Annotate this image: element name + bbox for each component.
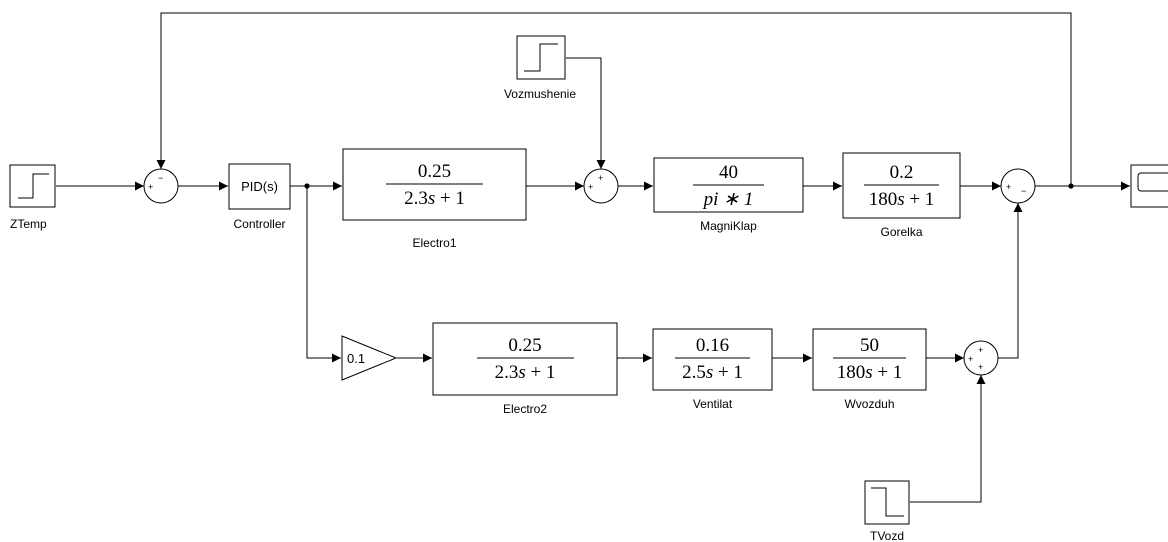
electro2-block[interactable]: 0.25 2.3s + 1 Electro2	[432, 322, 618, 416]
branch-point	[1068, 183, 1074, 189]
magniklap-label: MagniKlap	[700, 219, 757, 233]
electro2-denominator: 2.3s + 1	[495, 362, 556, 383]
gain-value: 0.1	[347, 351, 365, 366]
line-feedback[interactable]	[156, 12, 1072, 186]
branch-point	[304, 183, 310, 189]
ventilat-block[interactable]: 0.16 2.5s + 1 Ventilat	[652, 328, 773, 411]
line-vozmushenie-to-sum2[interactable]	[566, 57, 606, 169]
gorelka-denominator: 180s + 1	[869, 189, 935, 210]
wvozduh-block[interactable]: 50 180s + 1 Wvozduh	[812, 328, 927, 411]
magniklap-numerator: 40	[719, 162, 738, 183]
electro2-numerator: 0.25	[508, 335, 541, 356]
gorelka-label: Gorelka	[880, 225, 922, 239]
electro1-numerator: 0.25	[418, 161, 451, 182]
line-branch-to-gain[interactable]	[306, 186, 341, 363]
sum2-block[interactable]: + +	[583, 168, 619, 204]
ventilat-numerator: 0.16	[696, 335, 729, 356]
ventilat-label: Ventilat	[693, 397, 733, 411]
wvozduh-label: Wvozduh	[844, 397, 894, 411]
sum2-sign-left: +	[588, 182, 593, 192]
gorelka-block[interactable]: 0.2 180s + 1 Gorelka	[842, 152, 961, 239]
line-tvozd-to-sum4[interactable]	[910, 375, 986, 503]
sum3-sign-bottom: −	[1021, 186, 1026, 196]
gain-block[interactable]: 0.1	[341, 335, 398, 381]
electro2-label: Electro2	[503, 402, 547, 416]
sum1-sign-left: +	[148, 182, 153, 192]
magniklap-block[interactable]: 40 pi ∗ 1 MagniKlap	[653, 157, 804, 233]
sum1-block[interactable]: − +	[143, 168, 179, 204]
sum3-sign-left: +	[1006, 182, 1011, 192]
tvozd-step-block[interactable]: TVozd	[864, 480, 910, 542]
magniklap-denominator: pi ∗ 1	[702, 189, 754, 210]
ztemp-step-block[interactable]: ZTemp	[9, 164, 56, 231]
ztemp-label: ZTemp	[10, 217, 47, 231]
step-icon	[18, 173, 49, 199]
ventilat-denominator: 2.5s + 1	[682, 362, 743, 383]
gorelka-numerator: 0.2	[890, 162, 914, 183]
line-sum4-to-sum3[interactable]	[998, 203, 1023, 359]
controller-block[interactable]: PID(s) Controller	[228, 163, 291, 231]
controller-text: PID(s)	[241, 179, 278, 194]
electro1-label: Electro1	[412, 236, 456, 250]
sum2-sign-top: +	[598, 173, 603, 183]
electro1-denominator: 2.3s + 1	[404, 188, 465, 209]
controller-label: Controller	[233, 217, 285, 231]
electro1-block[interactable]: 0.25 2.3s + 1 Electro1	[342, 148, 527, 250]
step-down-icon	[871, 487, 904, 517]
vozmushenie-step-block[interactable]: Vozmushenie	[504, 35, 576, 101]
scope-block[interactable]	[1130, 164, 1168, 208]
sum4-block[interactable]: + + +	[963, 340, 999, 376]
sum4-sign-left: +	[968, 354, 973, 364]
wvozduh-denominator: 180s + 1	[837, 362, 903, 383]
signal-lines	[56, 12, 1130, 503]
tvozd-label: TVozd	[870, 529, 904, 542]
vozmushenie-label: Vozmushenie	[504, 87, 576, 101]
step-icon	[524, 43, 558, 72]
sum4-sign-top: +	[978, 345, 983, 355]
wvozduh-numerator: 50	[860, 335, 879, 356]
sum1-sign-top: −	[158, 173, 163, 183]
sum3-block[interactable]: + −	[1000, 168, 1036, 204]
scope-screen-icon	[1137, 172, 1168, 192]
sum4-sign-bottom: +	[978, 362, 983, 372]
